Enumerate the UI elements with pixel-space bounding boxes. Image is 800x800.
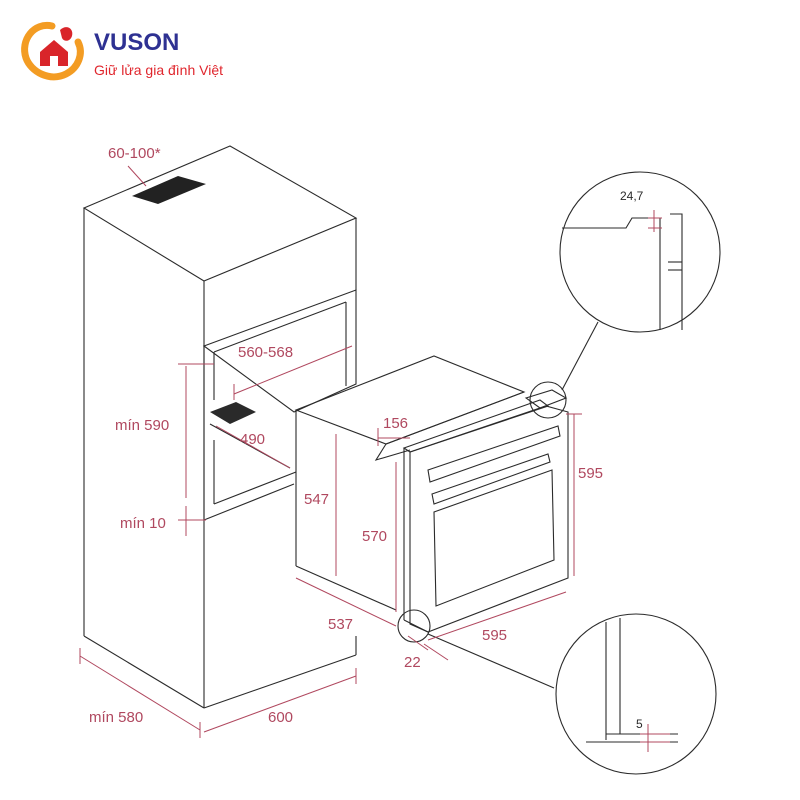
shelf-slot — [210, 402, 256, 424]
bottom-detail-view — [555, 613, 717, 775]
cabinet-drawing — [82, 145, 358, 709]
label-bottom-gap: mín 10 — [120, 515, 166, 532]
label-total-height: 595 — [578, 465, 603, 482]
label-top-detail: 24,7 — [620, 189, 644, 203]
brand-name: VUSON — [94, 29, 179, 56]
dimension-lines — [79, 165, 582, 738]
top-vent-slot — [132, 176, 206, 204]
label-front-offset: 22 — [404, 654, 421, 671]
label-niche-height: mín 590 — [115, 417, 169, 434]
label-niche-width: 560-568 — [238, 344, 293, 361]
top-detail-view — [559, 171, 721, 333]
control-panel — [427, 425, 561, 483]
dimension-labels: 60-100* 560-568 mín 590 490 mín 10 mín 5… — [89, 145, 644, 731]
label-top-vent: 60-100* — [108, 145, 161, 162]
top-detail-marker — [529, 381, 567, 419]
oven-drawing — [294, 321, 599, 689]
label-bottom-detail: 5 — [636, 717, 643, 731]
label-front-width: 595 — [482, 627, 507, 644]
label-body-height: 547 — [304, 491, 329, 508]
door-handle — [431, 453, 551, 505]
cabinet-top-face — [82, 145, 358, 282]
house-flame-logo-icon — [21, 21, 84, 81]
bottom-detail-marker — [397, 609, 431, 643]
label-body-depth: 537 — [328, 616, 353, 633]
brand-header: VUSON Giữ lửa gia đình Việt — [21, 21, 223, 81]
oven-top-face — [294, 355, 526, 445]
label-cabinet-depth: mín 580 — [89, 709, 143, 726]
door-window — [433, 469, 555, 607]
label-cabinet-width: 600 — [268, 709, 293, 726]
label-panel-depth: 156 — [383, 415, 408, 432]
label-inner-height: 570 — [362, 528, 387, 545]
label-niche-depth: 490 — [240, 431, 265, 448]
brand-slogan: Giữ lửa gia đình Việt — [94, 62, 223, 78]
niche-top-rim — [202, 289, 357, 413]
